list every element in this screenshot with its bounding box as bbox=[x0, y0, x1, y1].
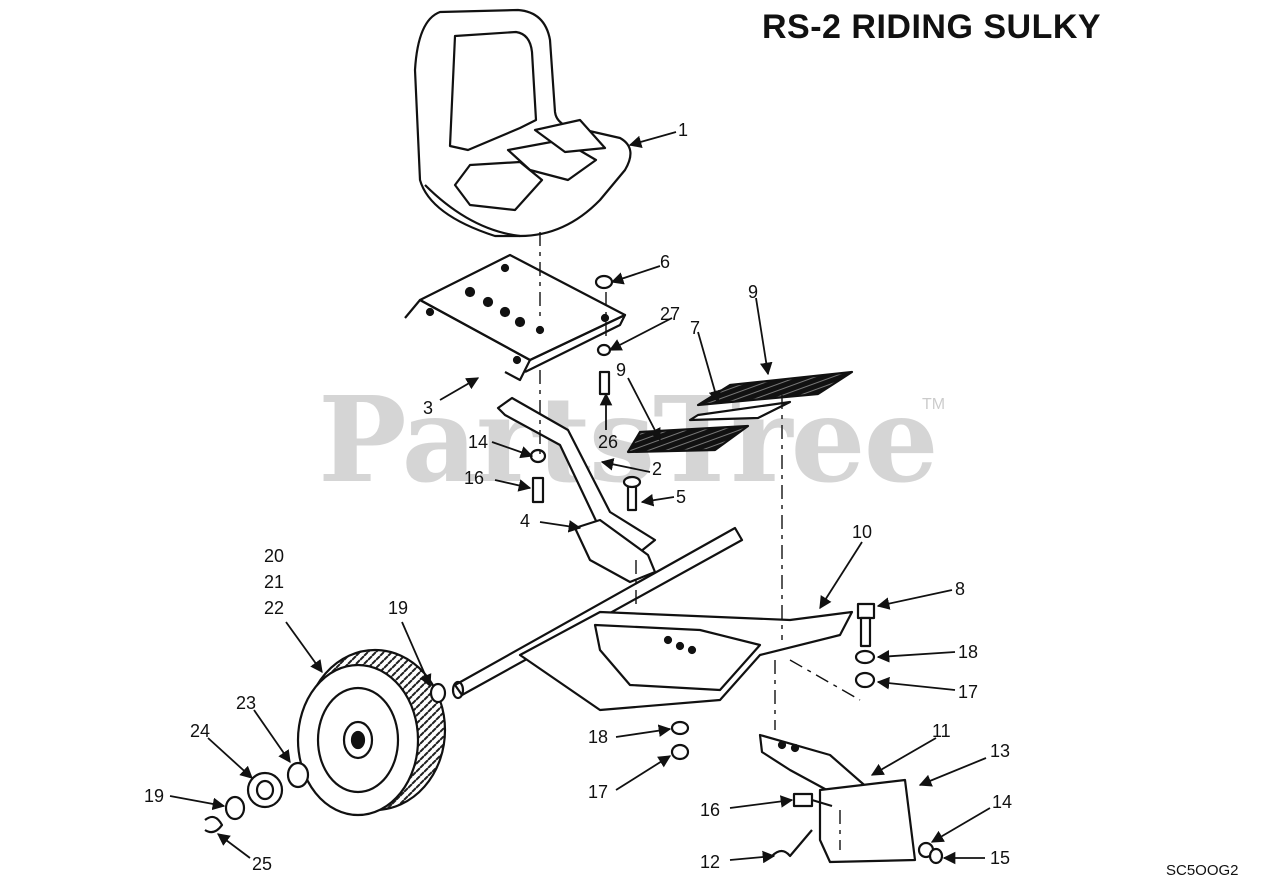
callout-7: 7 bbox=[690, 318, 700, 338]
callout-13: 13 bbox=[990, 741, 1010, 761]
callout-1: 1 bbox=[678, 120, 688, 140]
callout-6: 6 bbox=[660, 252, 670, 272]
callout-3: 3 bbox=[423, 398, 433, 418]
seat-plate-part bbox=[404, 253, 627, 382]
callout-16: 16 bbox=[700, 800, 720, 820]
callout-27: 27 bbox=[660, 304, 680, 324]
callout-18: 18 bbox=[588, 727, 608, 747]
callout-23: 23 bbox=[236, 693, 256, 713]
callout-11: 11 bbox=[932, 721, 951, 741]
callout-24: 24 bbox=[190, 721, 210, 741]
hardware-parts bbox=[529, 274, 944, 865]
callout-15: 15 bbox=[990, 848, 1010, 868]
callout-12: 12 bbox=[700, 852, 720, 872]
footrest-parts bbox=[626, 370, 854, 454]
leader-lines bbox=[169, 131, 991, 865]
callout-4: 4 bbox=[520, 511, 530, 531]
callout-25: 25 bbox=[252, 854, 272, 874]
callout-9: 9 bbox=[616, 360, 626, 380]
callout-18: 18 bbox=[958, 642, 978, 662]
diagram-code: SC5OOG2 bbox=[1166, 862, 1239, 879]
watermark-trademark: TM bbox=[922, 396, 946, 413]
callout-16: 16 bbox=[464, 468, 484, 488]
callout-17: 17 bbox=[588, 782, 608, 802]
seat-part bbox=[413, 8, 632, 238]
callout-5: 5 bbox=[676, 487, 686, 507]
callout-8: 8 bbox=[955, 579, 965, 599]
callout-22: 22 bbox=[264, 598, 284, 618]
diagram-title: RS-2 RIDING SULKY bbox=[762, 8, 1102, 46]
mount-bracket-part bbox=[758, 733, 917, 864]
callout-10: 10 bbox=[852, 522, 872, 542]
callout-9: 9 bbox=[748, 282, 758, 302]
callout-19: 19 bbox=[388, 598, 408, 618]
callout-2: 2 bbox=[652, 459, 662, 479]
wheel-part bbox=[296, 648, 447, 817]
callout-19: 19 bbox=[144, 786, 164, 806]
assembly-lines bbox=[539, 232, 861, 850]
callout-20: 20 bbox=[264, 546, 284, 566]
hub-parts bbox=[204, 682, 447, 834]
callout-21: 21 bbox=[264, 572, 284, 592]
callout-14: 14 bbox=[992, 792, 1012, 812]
callout-17: 17 bbox=[958, 682, 978, 702]
callout-14: 14 bbox=[468, 432, 488, 452]
callout-26: 26 bbox=[598, 432, 618, 452]
axle-frame-part bbox=[451, 526, 854, 712]
